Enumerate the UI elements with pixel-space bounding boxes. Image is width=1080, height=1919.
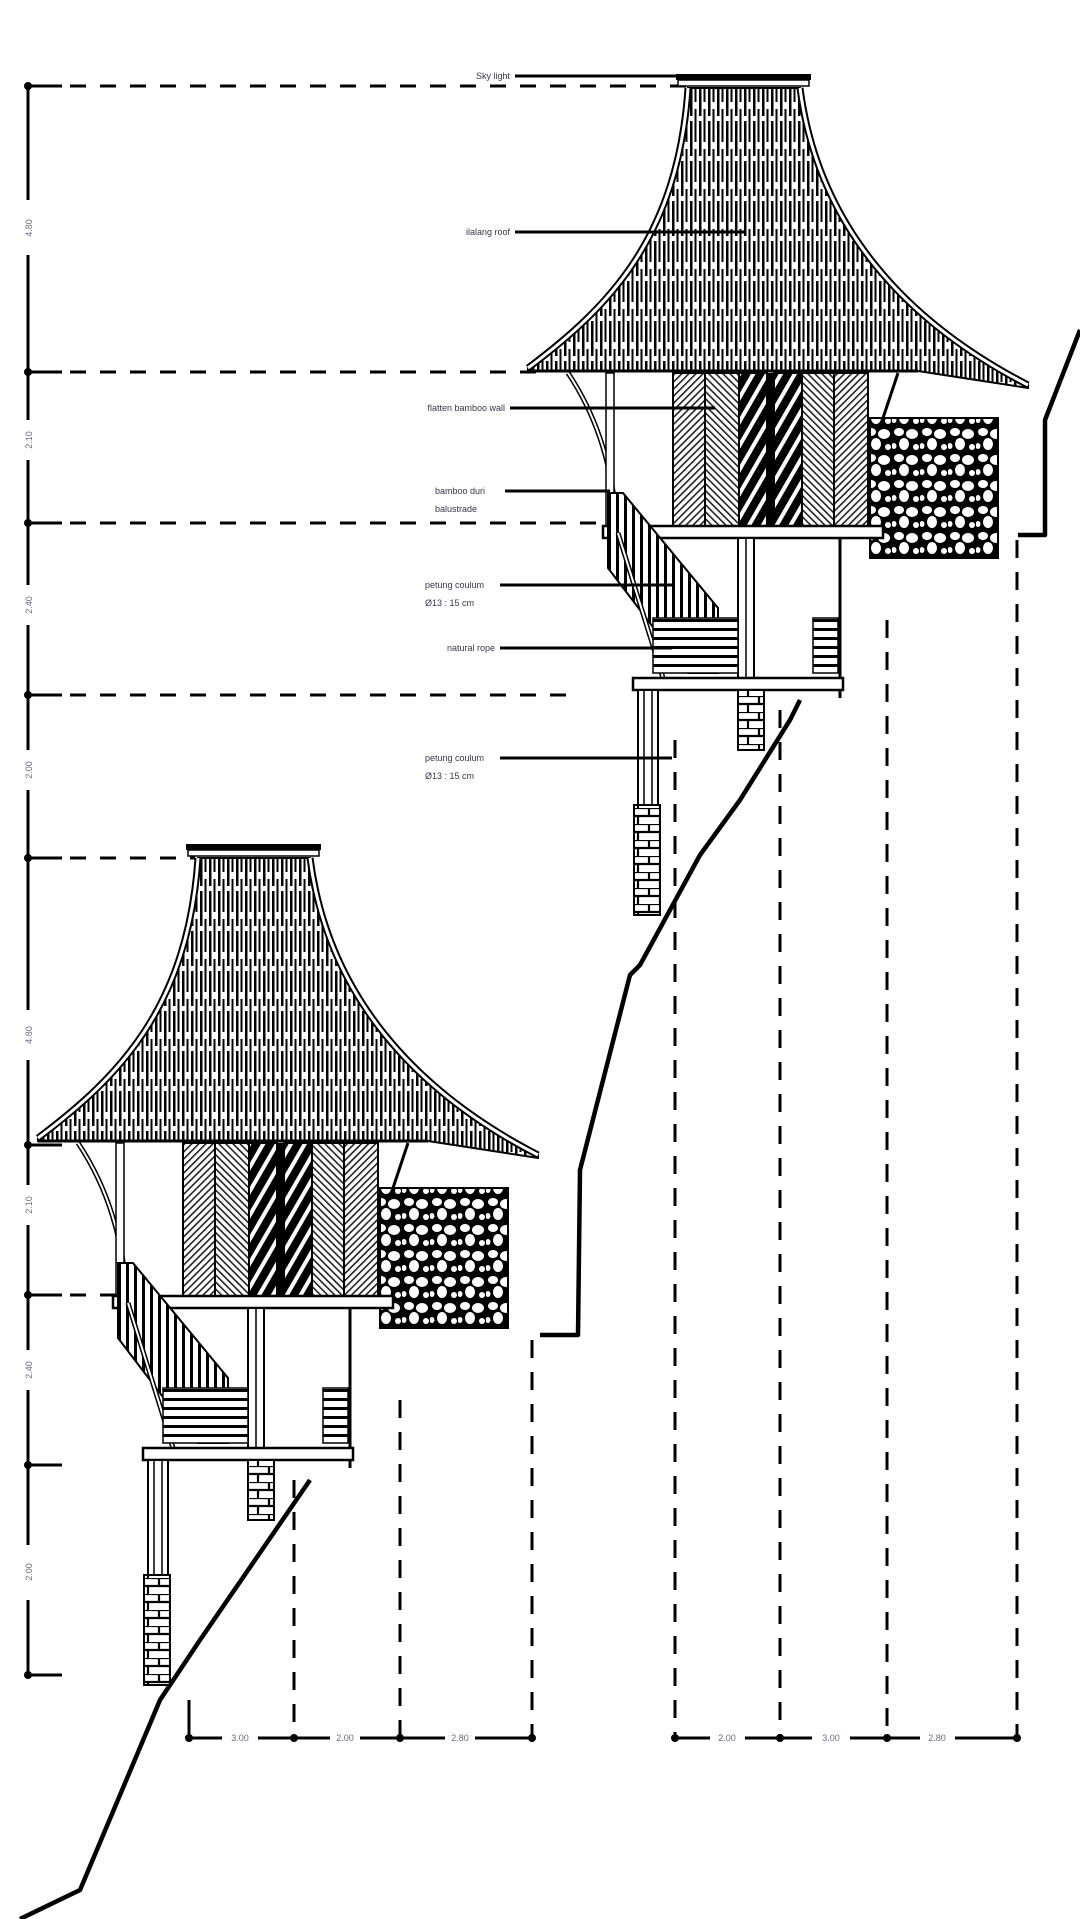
label-sky-light: Sky light [476,71,511,81]
label-petung-column-upper: petung coulum [425,580,484,590]
label-petung-column-lower-size: Ø13 : 15 cm [425,771,474,781]
level-dashed-lines [40,84,690,1297]
dim-v-6: 2.10 [24,1196,34,1214]
horizontal-dimension-lower-dots [185,1734,536,1742]
label-petung-column-upper-size: Ø13 : 15 cm [425,598,474,608]
label-ilalang-roof: ilalang roof [466,227,511,237]
dim-v-2: 2.10 [24,431,34,449]
dim-v-7: 2.40 [24,1361,34,1379]
dim-v-3: 2.40 [24,596,34,614]
terrain-slope-line [19,329,1080,1919]
label-balustrade: balustrade [435,504,477,514]
label-natural-rope: natural rope [447,643,495,653]
vertical-dimension-chain [26,84,62,1677]
dim-v-5: 4.80 [24,1026,34,1044]
dim-h-lower-2: 2.00 [336,1733,354,1743]
dim-v-4: 2.00 [24,761,34,779]
dim-v-8: 2.00 [24,1563,34,1581]
vertical-dimension-dots [24,82,32,1679]
dim-h-upper-1: 2.00 [718,1733,736,1743]
label-bamboo-duri: bamboo duri [435,486,485,496]
grid-dashed-lines [292,540,1019,1740]
label-petung-column-lower: petung coulum [425,753,484,763]
lower-house [38,844,538,1685]
dim-h-lower-3: 2.80 [451,1733,469,1743]
dim-h-upper-2: 3.00 [822,1733,840,1743]
horizontal-dimension-upper-dots [671,1734,1021,1742]
annotation-leaders [500,74,745,760]
label-flatten-bamboo-wall: flatten bamboo wall [427,403,505,413]
dim-h-lower-1: 3.00 [231,1733,249,1743]
dim-v-1: 4.80 [24,219,34,237]
upper-house [528,74,1028,915]
dim-h-upper-3: 2.80 [928,1733,946,1743]
